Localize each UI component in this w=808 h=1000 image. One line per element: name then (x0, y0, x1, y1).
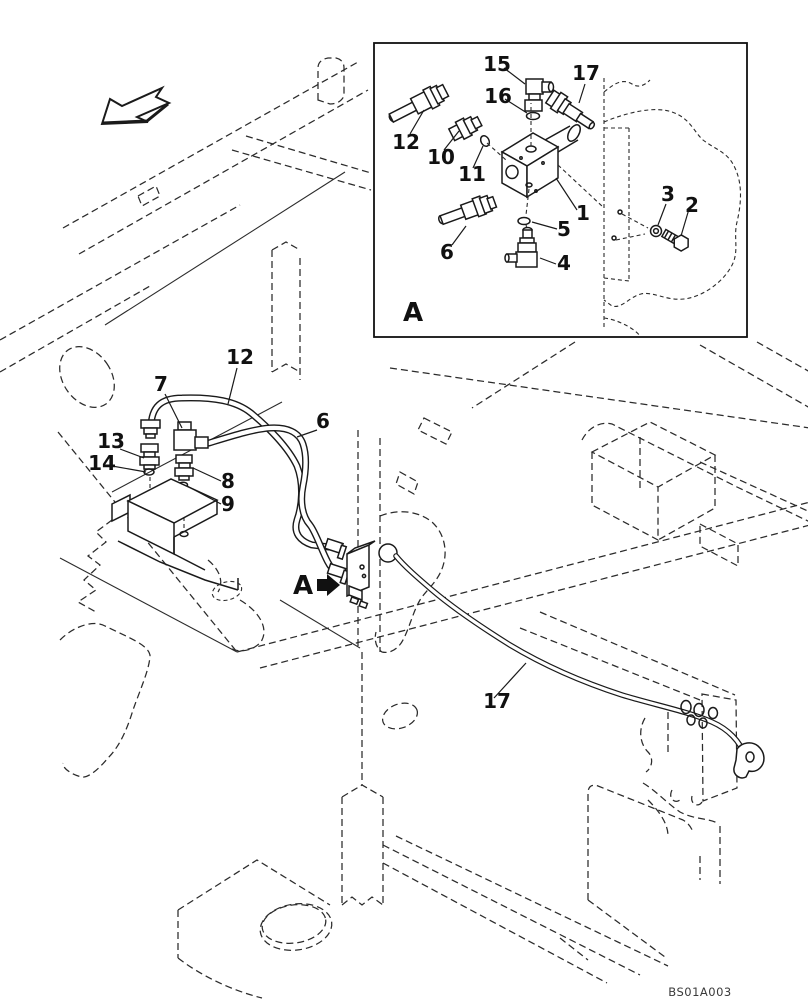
view-direction-arrow-icon (100, 85, 172, 126)
part-12-fitting (388, 83, 450, 124)
fitting-8 (174, 454, 194, 481)
hose-12 (147, 394, 333, 551)
callout-2: 2 (685, 193, 699, 217)
elbow-fitting-end (733, 742, 765, 779)
part-6-fitting (437, 194, 498, 226)
drawing-ref-code: BS01A003 (668, 985, 731, 999)
detail-a-marker-arrow-icon (317, 574, 340, 596)
callout-4: 4 (557, 251, 571, 275)
callout-3: 3 (661, 182, 675, 206)
detail-a-marker: A (293, 571, 340, 601)
callout-9: 9 (221, 492, 235, 516)
callout-17: 17 (483, 689, 511, 713)
callout-16: 16 (484, 84, 512, 108)
inset-panel (603, 78, 742, 337)
callout-6: 6 (316, 409, 330, 433)
part-16-o-ring (525, 111, 541, 121)
callout-12: 12 (226, 345, 254, 369)
part-2-bolt (660, 228, 689, 252)
inset-callout-leaders (409, 67, 690, 265)
callout-5: 5 (557, 217, 571, 241)
part-11-o-ring (479, 135, 491, 147)
bracket-connectors (680, 699, 719, 729)
frame-background (0, 57, 808, 999)
fitting-cluster (139, 419, 209, 538)
callout-6: 6 (440, 240, 454, 264)
callout-10: 10 (427, 145, 455, 169)
inset-detail-letter: A (403, 298, 423, 328)
hose-17 (393, 553, 748, 759)
part-4-fitting (504, 226, 538, 268)
callout-7: 7 (154, 372, 168, 396)
callout-8: 8 (221, 469, 235, 493)
valve-block (323, 537, 398, 610)
fitting-13 (139, 443, 160, 470)
hose-6 (205, 424, 339, 575)
callout-1: 1 (576, 201, 590, 225)
part-10-fitting (447, 115, 483, 142)
part-15-elbow (524, 78, 555, 112)
main-callout-leaders (111, 367, 527, 699)
callout-17: 17 (572, 61, 600, 85)
part-3-washer (649, 224, 663, 238)
callout-14: 14 (88, 451, 116, 475)
callout-13: 13 (97, 429, 125, 453)
callout-11: 11 (458, 162, 486, 186)
part-5-o-ring (517, 216, 531, 226)
part-17-fitting (544, 89, 596, 130)
elbow-7 (173, 421, 209, 451)
detail-a-marker-letter: A (293, 571, 313, 601)
callout-15: 15 (483, 52, 511, 76)
callout-12: 12 (392, 130, 420, 154)
part-1-valve-body (486, 103, 604, 232)
